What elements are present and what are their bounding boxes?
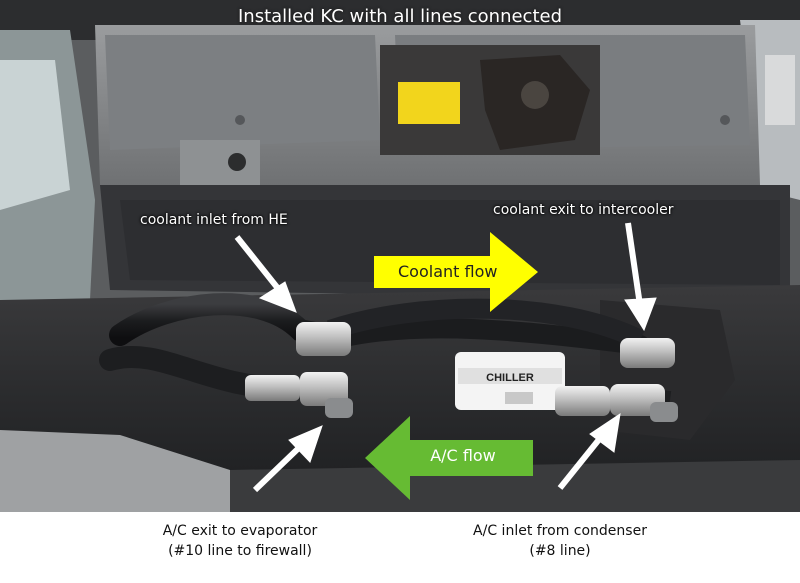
ac-flow-arrow: [365, 416, 533, 500]
caption-ac-exit-line2: (#10 line to firewall): [168, 543, 312, 559]
caption-ac-exit: A/C exit to evaporator (#10 line to fire…: [90, 521, 390, 561]
engine-bay-photo: CHILLER: [0, 0, 800, 512]
image-title: Installed KC with all lines connected: [237, 6, 563, 27]
caption-ac-inlet-line2: (#8 line): [529, 543, 591, 559]
label-coolant-inlet: coolant inlet from HE: [140, 212, 288, 228]
caption-ac-inlet: A/C inlet from condenser (#8 line): [410, 521, 710, 561]
pointer-arrows: [234, 222, 657, 493]
caption-ac-exit-line1: A/C exit to evaporator: [162, 523, 318, 539]
coolant-flow-label: Coolant flow: [398, 262, 498, 281]
chiller-label: CHILLER: [486, 372, 534, 384]
label-coolant-exit: coolant exit to intercooler: [493, 202, 674, 218]
ac-flow-label: A/C flow: [430, 446, 496, 465]
coolant-flow-arrow: [374, 232, 538, 312]
chiller-unit: CHILLER: [455, 352, 565, 410]
caption-ac-inlet-line1: A/C inlet from condenser: [473, 523, 647, 539]
